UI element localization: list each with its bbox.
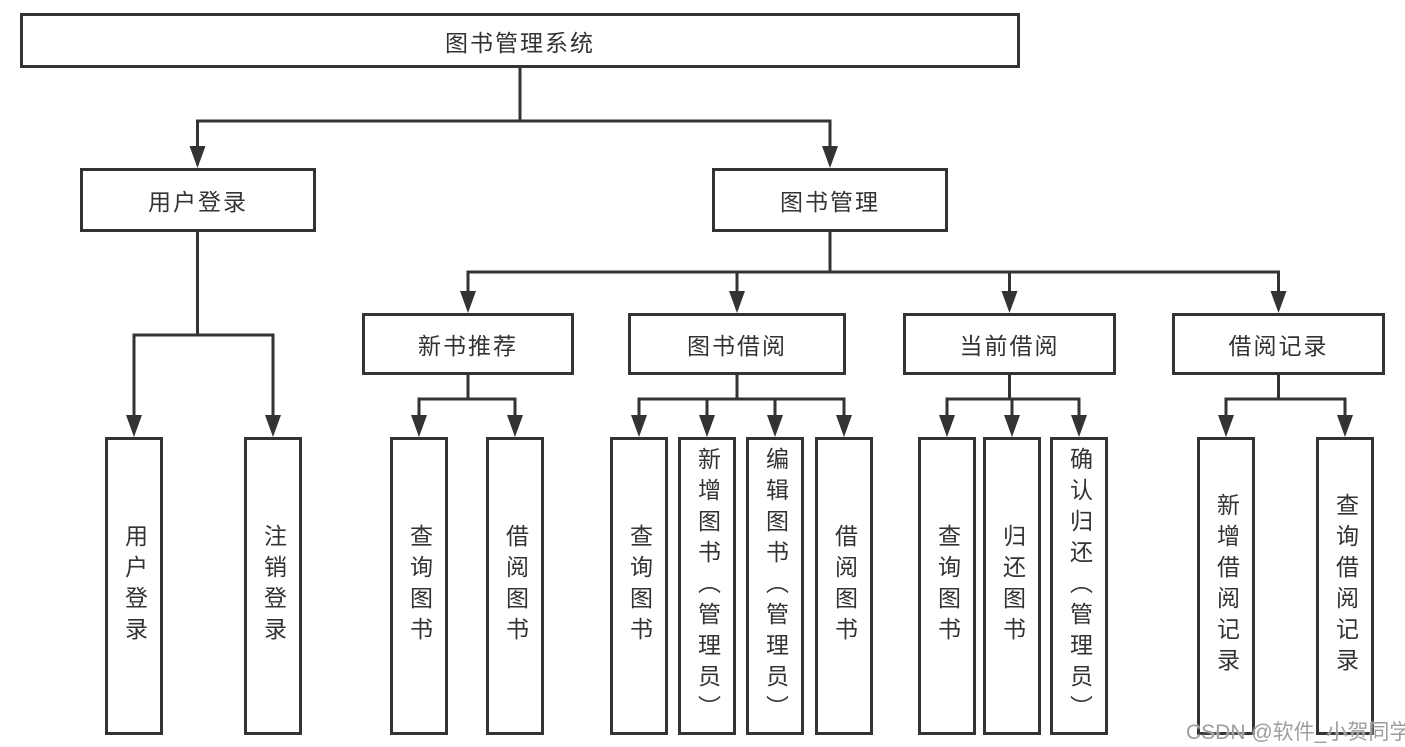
- leaf-query-books-borrow: 查询图书: [610, 437, 668, 735]
- node-book-borrow: 图书借阅: [628, 313, 846, 375]
- leaf-add-book-admin: 新增图书（管理员）: [678, 437, 736, 735]
- leaf-query-books-current: 查询图书: [918, 437, 976, 735]
- node-new-book-recommend: 新书推荐: [362, 313, 574, 375]
- leaf-query-borrow-record: 查询借阅记录: [1316, 437, 1374, 735]
- leaf-return-book: 归还图书: [983, 437, 1041, 735]
- node-borrow-records: 借阅记录: [1172, 313, 1385, 375]
- leaf-add-borrow-record: 新增借阅记录: [1197, 437, 1255, 735]
- csdn-watermark: CSDN @软件_小贺同学: [1186, 721, 1405, 744]
- node-book-management: 图书管理: [712, 168, 948, 232]
- leaf-borrow-books: 借阅图书: [815, 437, 873, 735]
- node-current-borrow: 当前借阅: [903, 313, 1116, 375]
- leaf-logout: 注销登录: [244, 437, 302, 735]
- leaf-query-books-recommend: 查询图书: [390, 437, 448, 735]
- node-library-system: 图书管理系统: [20, 13, 1020, 68]
- leaf-borrow-books-recommend: 借阅图书: [486, 437, 544, 735]
- node-user-login-group: 用户登录: [80, 168, 316, 232]
- leaf-user-login: 用户登录: [105, 437, 163, 735]
- leaf-confirm-return-admin: 确认归还（管理员）: [1050, 437, 1108, 735]
- leaf-edit-book-admin: 编辑图书（管理员）: [746, 437, 804, 735]
